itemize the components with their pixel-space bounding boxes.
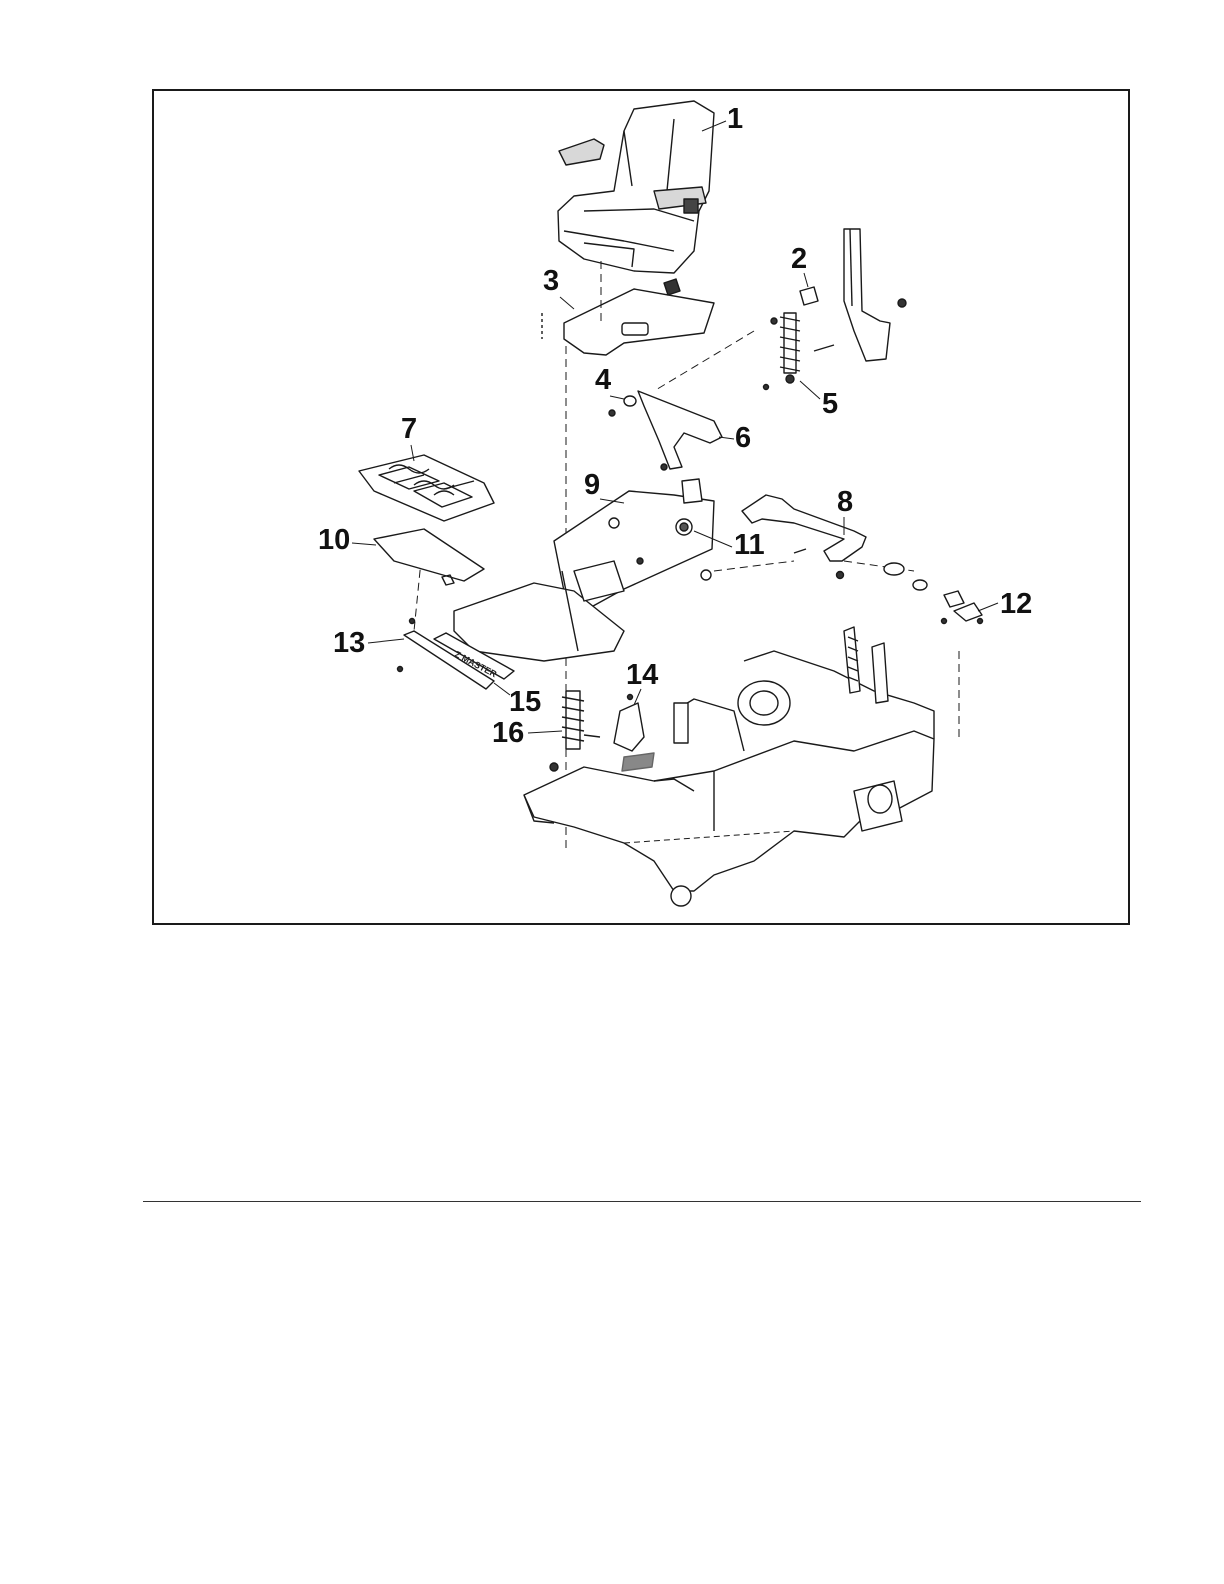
footer-rule: [143, 1201, 1141, 1202]
leader-lines: [154, 91, 1128, 923]
diagram-frame: Z MASTER 1 2 3 4 5 6 7 8 9 10 11 12 13 1…: [152, 89, 1130, 925]
